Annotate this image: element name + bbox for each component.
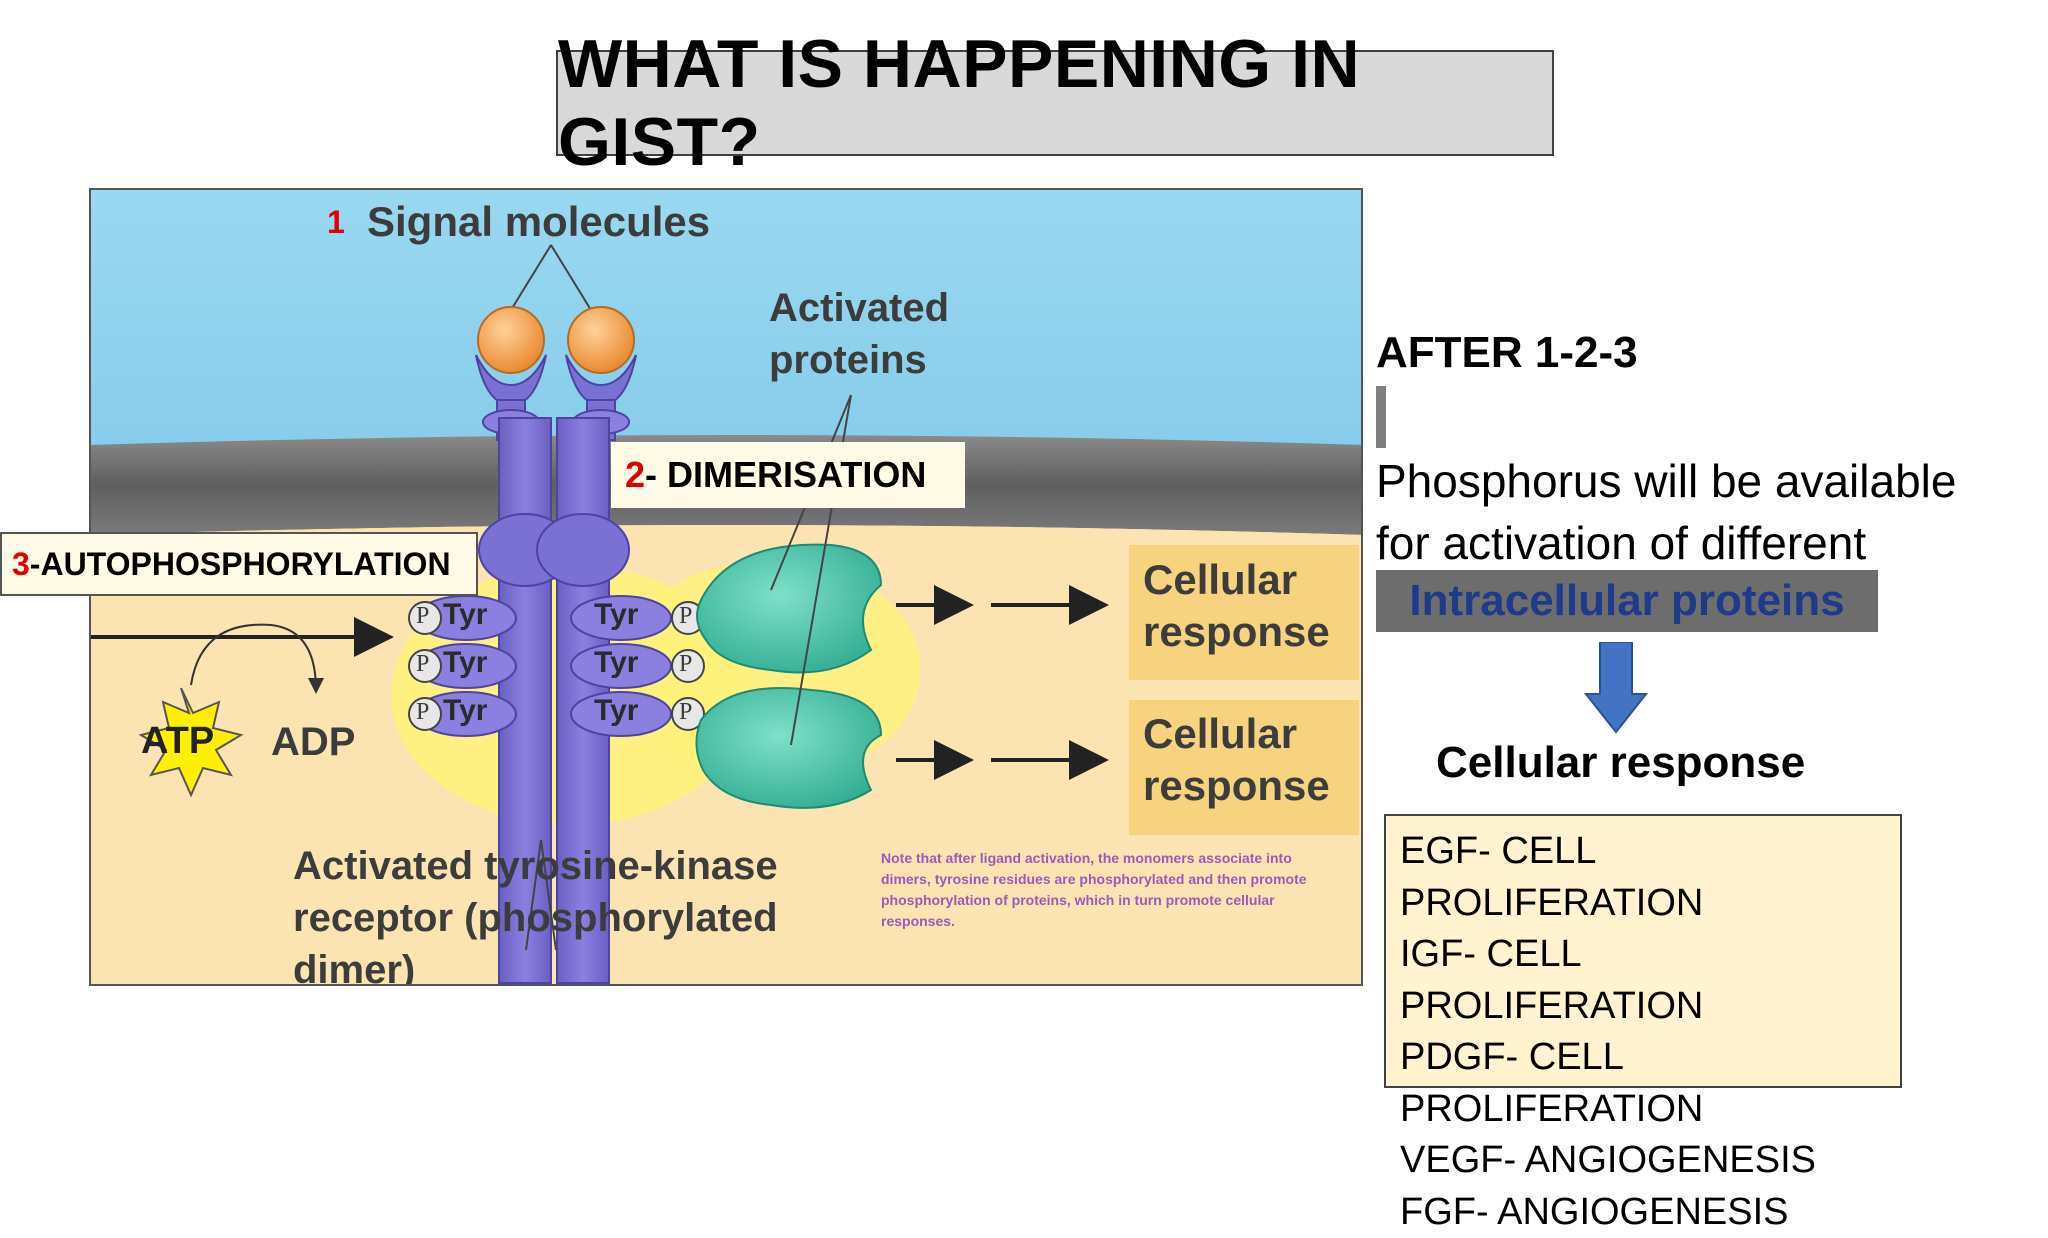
autophosphorylation-callout: 3 -AUTOPHOSPHORYLATION <box>0 532 478 596</box>
activated-proteins-label: Activated proteins <box>769 282 949 386</box>
signal-molecule-left <box>478 307 544 373</box>
tyr-label: Tyr <box>443 646 487 680</box>
activated-protein-lower <box>696 688 881 808</box>
slide-title: WHAT IS HAPPENING IN GIST? <box>558 25 1552 181</box>
after-steps-heading: AFTER 1-2-3 <box>1376 328 1638 378</box>
adp-label: ADP <box>271 720 355 765</box>
signal-molecules-label: Signal molecules <box>367 198 710 246</box>
effect-item: EGF- CELL PROLIFERATION <box>1400 826 1886 929</box>
autophosphorylation-step-number: 3 <box>12 546 30 583</box>
atp-label: ATP <box>141 720 214 763</box>
phosphate-label: P <box>679 651 692 678</box>
cellular-response-heading: Cellular response <box>1436 738 1805 788</box>
tyr-label: Tyr <box>443 694 487 728</box>
intracellular-proteins-bar: Intracellular proteins <box>1376 570 1878 632</box>
dimerisation-label: - DIMERISATION <box>645 454 926 496</box>
phosphate-label: P <box>416 603 429 630</box>
figure-note: Note that after ligand activation, the m… <box>881 848 1311 932</box>
text-cursor-bar <box>1376 386 1386 448</box>
receptor-label: Activated tyrosine-kinase receptor (phos… <box>293 840 778 986</box>
signal-step-number: 1 <box>327 204 345 241</box>
phosphorus-description: Phosphorus will be available for activat… <box>1376 450 1956 574</box>
slide-title-box: WHAT IS HAPPENING IN GIST? <box>556 50 1554 156</box>
cellular-response-label-1: Cellular response <box>1143 554 1330 658</box>
effect-item: IGF- CELL PROLIFERATION <box>1400 929 1886 1032</box>
tyr-label: Tyr <box>443 598 487 632</box>
phosphate-label: P <box>679 699 692 726</box>
tyr-label: Tyr <box>594 694 638 728</box>
effect-item: PDGF- CELL PROLIFERATION <box>1400 1032 1886 1135</box>
autophosphorylation-label: -AUTOPHOSPHORYLATION <box>30 546 451 583</box>
tyr-label: Tyr <box>594 646 638 680</box>
phosphate-label: P <box>416 651 429 678</box>
intracellular-proteins-label: Intracellular proteins <box>1409 576 1844 626</box>
down-arrow-icon <box>1584 642 1648 734</box>
signal-molecule-right <box>568 307 634 373</box>
growth-factor-effects-box: EGF- CELL PROLIFERATION IGF- CELL PROLIF… <box>1384 814 1902 1088</box>
phosphate-label: P <box>679 603 692 630</box>
tyr-label: Tyr <box>594 598 638 632</box>
phosphate-label: P <box>416 699 429 726</box>
dimerisation-callout: 2 - DIMERISATION <box>611 442 965 508</box>
effect-item: VEGF- ANGIOGENESIS <box>1400 1135 1886 1187</box>
dimerisation-step-number: 2 <box>625 454 645 496</box>
cellular-response-label-2: Cellular response <box>1143 708 1330 812</box>
effect-item: FGF- ANGIOGENESIS <box>1400 1187 1886 1238</box>
